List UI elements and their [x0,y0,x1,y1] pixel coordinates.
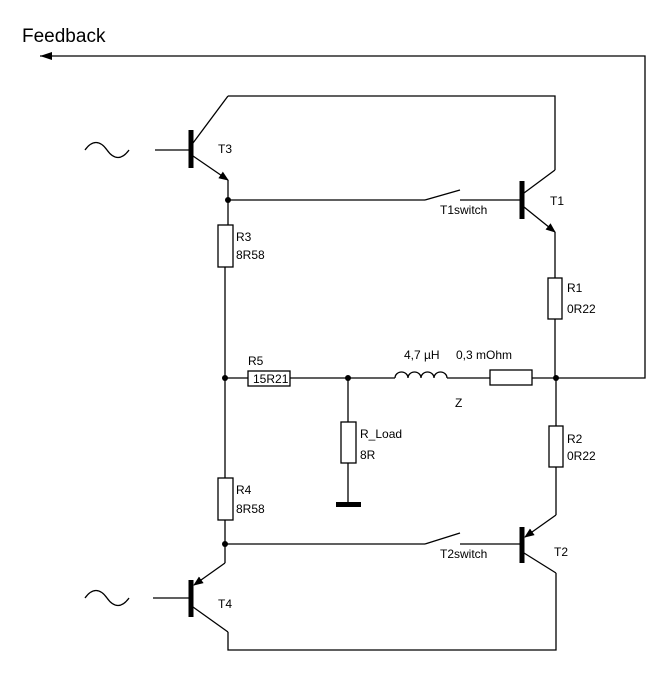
label-R5: R5 [248,354,264,368]
label-T3: T3 [218,142,232,156]
value-R3: 8R58 [236,248,265,262]
ac-source-icon-bottom [84,589,130,607]
label-R4: R4 [236,483,252,497]
label-T1: T1 [550,194,564,208]
transistor-T1: T1 [519,169,564,233]
resistor-R1: R1 0R22 [547,277,596,320]
transistor-T3: T3 [84,95,232,181]
switch-T1switch: T1switch [228,189,522,217]
label-T1switch: T1switch [440,203,487,217]
ground-icon [336,502,361,507]
feedback-wire [40,52,646,379]
resistor-R5: 15R21 R5 [247,354,291,387]
value-R5: 15R21 [253,372,289,386]
value-resistor-z: 0,3 mOhm [456,348,512,362]
label-R1: R1 [567,281,583,295]
transistor-T2: T2 [519,514,568,574]
transistor-T4: T4 [84,562,232,633]
label-R2: R2 [567,432,583,446]
bottom-rail-wire [227,573,557,651]
label-R_Load: R_Load [360,427,402,441]
resistor-z: 0,3 mOhm Z [455,348,533,410]
label-Z: Z [455,396,462,410]
value-R2: 0R22 [567,449,596,463]
value-R4: 8R58 [236,502,265,516]
value-R1: 0R22 [567,302,596,316]
label-T2switch: T2switch [440,547,487,561]
top-rail-wire [228,95,556,170]
value-inductor: 4,7 µH [404,348,440,362]
resistor-R3: R3 8R58 [217,224,265,268]
ac-source-icon-top [84,141,130,159]
resistor-R2: R2 0R22 [548,425,596,468]
feedback-title: Feedback [22,26,106,47]
resistor-R_Load: R_Load 8R [340,421,402,464]
label-T4: T4 [218,597,232,611]
resistor-R4: R4 8R58 [217,477,265,521]
label-T2: T2 [554,545,568,559]
inductor: 4,7 µH [394,348,448,379]
switch-T2switch: T2switch [225,532,522,561]
label-R3: R3 [236,230,252,244]
value-R_Load: 8R [360,448,376,462]
